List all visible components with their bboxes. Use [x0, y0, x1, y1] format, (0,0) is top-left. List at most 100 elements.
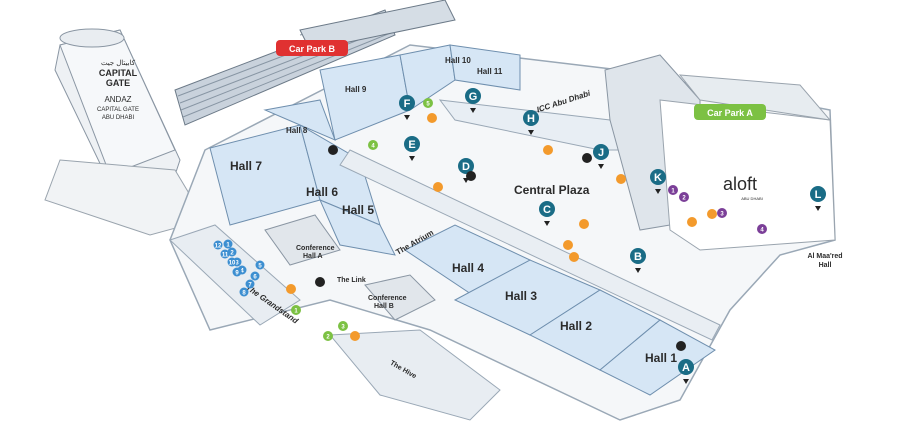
hall-2-label: Hall 2 — [560, 319, 592, 333]
tower-abu-dhabi-text: ABU DHABI — [102, 115, 135, 121]
green-badge-1: 1 — [291, 305, 301, 315]
car-park-b-building — [174, 0, 456, 126]
arrow-down-icon — [683, 379, 689, 384]
green-badge-2: 2 — [323, 331, 333, 341]
orange-badge — [433, 182, 443, 192]
arrow-down-icon — [409, 156, 415, 161]
svg-text:2: 2 — [230, 251, 234, 257]
entrance-b-marker[interactable]: B — [630, 248, 646, 273]
aloft-subtitle: ABU DHABI — [741, 196, 763, 201]
arrow-down-icon — [635, 268, 641, 273]
hall-5-label: Hall 5 — [342, 203, 374, 217]
blue-badge-8: 8 — [239, 287, 249, 297]
svg-text:2: 2 — [326, 335, 330, 341]
entrance-c-marker[interactable]: C — [539, 201, 555, 226]
entrance-f-marker[interactable]: F — [399, 95, 415, 120]
orange-badge — [350, 331, 360, 341]
svg-text:2: 2 — [682, 196, 686, 202]
svg-text:E: E — [408, 139, 415, 151]
svg-text:10: 10 — [229, 261, 236, 267]
svg-text:4: 4 — [760, 228, 764, 234]
info-icon — [328, 145, 338, 155]
link-label: The Link — [337, 277, 366, 284]
entrance-a-marker[interactable]: A — [678, 359, 694, 384]
svg-text:3: 3 — [235, 261, 239, 267]
central-corridor — [339, 149, 721, 341]
green-badge-3: 3 — [338, 321, 348, 331]
svg-text:F: F — [404, 98, 411, 110]
svg-text:L: L — [815, 189, 822, 201]
svg-text:5: 5 — [426, 102, 430, 108]
blue-badge-5: 5 — [255, 260, 265, 270]
tower-capital-gate-text: CAPITAL GATE — [97, 107, 139, 113]
blue-badge-6: 6 — [250, 271, 260, 281]
car-park-a-label[interactable]: Car Park A — [694, 104, 766, 120]
capital-gate-tower: كابيتال جيت CAPITAL GATE ANDAZ CAPITAL G… — [44, 28, 206, 236]
orange-badge — [543, 145, 553, 155]
conference-b — [364, 274, 436, 321]
purple-badge-4: 4 — [757, 224, 767, 234]
entrance-g-marker[interactable]: G — [465, 88, 481, 113]
arrow-down-icon — [655, 189, 661, 194]
entrance-h-marker[interactable]: H — [523, 110, 539, 135]
hall-1-label: Hall 1 — [645, 351, 677, 365]
entrance-j-marker[interactable]: J — [593, 144, 609, 169]
halls-back — [209, 44, 521, 256]
svg-text:G: G — [469, 91, 478, 103]
svg-text:3: 3 — [720, 212, 724, 218]
car-park-b-label[interactable]: Car Park B — [276, 40, 348, 56]
svg-text:7: 7 — [248, 283, 252, 289]
svg-text:B: B — [634, 251, 642, 263]
svg-text:12: 12 — [215, 244, 222, 250]
entrance-k-marker[interactable]: K — [650, 169, 666, 194]
arrow-down-icon — [815, 206, 821, 211]
orange-badge — [563, 240, 573, 250]
entrance-l-marker[interactable]: L — [810, 186, 826, 211]
blue-badge-7: 7 — [245, 279, 255, 289]
svg-text:1: 1 — [671, 189, 675, 195]
purple-badge-3: 3 — [717, 208, 727, 218]
tower-gate-text: GATE — [106, 78, 130, 88]
aloft-hotel — [604, 54, 836, 251]
hive-area — [328, 329, 501, 421]
arrow-down-icon — [404, 115, 410, 120]
svg-text:J: J — [598, 147, 604, 159]
al-maared-label-1: Al Maa'red — [807, 253, 842, 260]
hall-10-label: Hall 10 — [445, 56, 471, 65]
arrow-down-icon — [470, 108, 476, 113]
svg-text:9: 9 — [235, 271, 239, 277]
green-badge-4: 4 — [368, 140, 378, 150]
svg-text:5: 5 — [258, 264, 262, 270]
entrance-e-marker[interactable]: E — [404, 136, 420, 161]
hall-9-label: Hall 9 — [345, 85, 367, 94]
svg-text:6: 6 — [253, 275, 257, 281]
entrance-markers: A B C D E F G H J K L — [399, 88, 826, 384]
blue-badge-1: 1 — [223, 239, 233, 249]
svg-text:D: D — [462, 161, 470, 173]
arrow-down-icon — [598, 164, 604, 169]
hall-8-label: Hall 8 — [286, 126, 308, 135]
svg-text:Car Park A: Car Park A — [707, 108, 753, 118]
info-icon — [315, 277, 325, 287]
info-icon — [582, 153, 592, 163]
svg-text:11: 11 — [222, 253, 229, 259]
orange-badge — [286, 284, 296, 294]
orange-badge — [687, 217, 697, 227]
svg-text:Car Park B: Car Park B — [289, 44, 336, 54]
orange-badge — [616, 174, 626, 184]
hall-1-area — [599, 319, 716, 396]
hall-6-label: Hall 6 — [306, 185, 338, 199]
svg-text:H: H — [527, 113, 535, 125]
blue-badge-9: 9 — [232, 267, 242, 277]
conference-a — [264, 214, 341, 266]
orange-badge — [707, 209, 717, 219]
blue-badge-10: 10 — [227, 257, 237, 267]
info-icon — [676, 341, 686, 351]
blue-badge-11: 11 — [220, 249, 230, 259]
orange-badge — [569, 252, 579, 262]
svg-text:4: 4 — [240, 269, 244, 275]
svg-text:1: 1 — [294, 309, 298, 315]
hall-11-area — [449, 44, 521, 91]
